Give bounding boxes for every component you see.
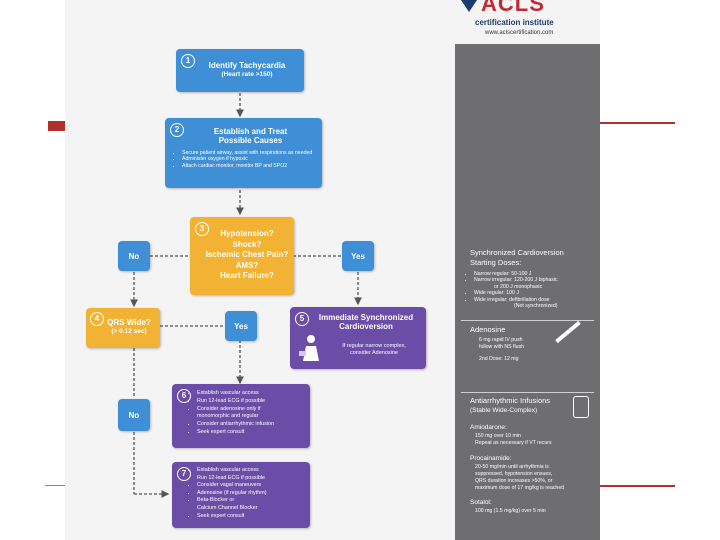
adenosine-title: Adenosine <box>470 325 506 334</box>
dose-item: Wide irregular: defibrillation dose <box>474 297 558 303</box>
step-number: 4 <box>90 312 104 326</box>
step-subtitle: Possible Causes <box>218 136 283 145</box>
bullet-item: Calcium Channel Blocker <box>197 504 258 511</box>
step-number: 2 <box>170 123 184 137</box>
step-qrs-wide: 4 QRS Wide? (> 0.12 sec) <box>86 308 160 348</box>
procainamide-dose: 20-50 mg/min until arrhythmia is <box>475 464 549 470</box>
adenosine-dose: follow with NS flush <box>479 344 524 350</box>
bullet-item: Consider adenosine only if <box>197 406 274 414</box>
cardioversion-note: consider Adenosine <box>349 350 398 356</box>
bullet-item: Run 12-lead ECG if possible <box>197 475 267 483</box>
narrow-complex-bullets: Establish vascular access Run 12-lead EC… <box>186 467 267 520</box>
bullet-item: Consider antiarrhythmic infusion <box>197 421 274 429</box>
amiodarone-title: Amiodarone: <box>470 424 507 431</box>
bullet-item: Attach cardiac monitor, monitor BP and S… <box>182 163 312 169</box>
slide-red-bar-left <box>48 121 65 131</box>
org-url: www.aclscertification.com <box>485 30 554 36</box>
label-no: No <box>118 399 150 431</box>
amiodarone-dose: 150 mg over 10 min <box>475 433 521 439</box>
slide-rule-right-bottom <box>600 485 675 487</box>
label-no: No <box>118 241 150 271</box>
amiodarone-dose: Repeat as necessary if VT recurs <box>475 440 552 446</box>
adenosine-dose: 6 mg rapid IV push <box>479 337 523 343</box>
logo-text: ACLS <box>481 0 545 16</box>
step-number: 3 <box>195 222 209 236</box>
dose-item: Narrow regular: 50-100 J <box>474 271 558 277</box>
step-title: Establish and Treat <box>213 127 288 136</box>
label-yes: Yes <box>225 311 257 341</box>
step-subtitle: Cardioversion <box>339 322 393 331</box>
step-number: 6 <box>177 389 191 403</box>
decision-line: Ischemic Chest Pain? <box>205 250 289 259</box>
causes-bullets: Secure patient airway, assist with respi… <box>171 150 312 169</box>
step-number: 7 <box>177 467 191 481</box>
dose-item: or 200 J monophasic <box>494 283 543 290</box>
slide-red-rule-right <box>600 122 675 124</box>
bullet-item: Beta-Blocker or <box>197 497 267 505</box>
slide-rule-left-bottom <box>45 485 65 486</box>
step-subtitle: (> 0.12 sec) <box>111 328 147 335</box>
syringe-icon <box>555 320 581 344</box>
bullet-item: monomorphic and regular <box>197 413 259 420</box>
iv-bag-icon <box>573 396 589 418</box>
bullet-item: Seek expert consult <box>197 513 267 521</box>
step-number: 5 <box>295 312 309 326</box>
adenosine-second-dose: 2nd Dose: 12 mg <box>479 356 519 362</box>
step-decision-unstable: 3 Hypotension? Shock? Ischemic Chest Pai… <box>190 217 294 295</box>
bullet-item: Adenosine (if regular rhythm) <box>197 490 267 498</box>
step-title: Identify Tachycardia <box>208 61 286 70</box>
procainamide-dose: QRS duration increases >50%, or <box>475 478 553 484</box>
patient-defibrillator-icon <box>298 333 324 363</box>
procainamide-dose: suppressed, hypotension ensues, <box>475 471 553 477</box>
sync-dose-list: Narrow regular: 50-100 J Narrow irregula… <box>463 271 558 309</box>
bullet-item: Secure patient airway, assist with respi… <box>182 150 312 156</box>
step-title: QRS Wide? <box>107 318 151 327</box>
step-establish-causes: 2 Establish and Treat Possible Causes Se… <box>165 118 322 188</box>
dose-item: Wide regular: 100 J <box>474 290 558 296</box>
step-synchronized-cardioversion: 5 Immediate Synchronized Cardioversion I… <box>290 307 426 369</box>
dose-item: (Not synchronized) <box>514 303 558 310</box>
bullet-item: Run 12-lead ECG if possible <box>197 398 274 406</box>
decision-line: Shock? <box>232 239 262 249</box>
step-narrow-complex-actions: 7 Establish vascular access Run 12-lead … <box>172 462 310 528</box>
procainamide-title: Procainamide: <box>470 455 512 462</box>
step-wide-complex-actions: 6 Establish vascular access Run 12-lead … <box>172 384 310 448</box>
bullet-item: Establish vascular access <box>197 467 267 475</box>
sotalol-title: Sotalol: <box>470 499 492 506</box>
sotalol-dose: 100 mg (1.5 mg/kg) over 5 min <box>475 508 546 514</box>
step-title: Immediate Synchronized <box>318 313 414 322</box>
decision-line: Hypotension? <box>220 229 274 238</box>
bullet-item: Establish vascular access <box>197 390 274 398</box>
antiarrhythmic-title: Antiarrhythmic Infusions <box>470 396 551 405</box>
bullet-item: Administer oxygen if hypoxic <box>182 156 312 162</box>
divider <box>461 392 594 393</box>
divider <box>461 320 594 321</box>
sync-title: Synchronized Cardioversion <box>470 248 564 257</box>
decision-line: AMS? <box>235 260 259 270</box>
logo-mark-icon <box>461 0 477 12</box>
dose-item: Narrow irregular: 120-200 J biphasic <box>474 277 558 283</box>
logo-header: ACLS certification institute www.aclscer… <box>455 0 600 44</box>
step-identify-tachycardia: 1 Identify Tachycardia (Heart rate >150) <box>176 49 304 92</box>
step-subtitle: (Heart rate >150) <box>221 71 273 78</box>
step-number: 1 <box>181 54 195 68</box>
sync-subtitle: Starting Doses: <box>470 258 522 267</box>
cardioversion-note: If regular narrow complex, <box>342 343 406 349</box>
wide-complex-bullets: Establish vascular access Run 12-lead EC… <box>186 390 274 437</box>
decision-line: Heart Failure? <box>220 271 274 280</box>
org-name: certification institute <box>475 18 554 27</box>
antiarrhythmic-subtitle: (Stable Wide-Complex) <box>470 407 538 414</box>
drug-dosing-panel: ACLS certification institute www.aclscer… <box>455 0 600 540</box>
label-yes: Yes <box>342 241 374 271</box>
bullet-item: Seek expert consult <box>197 429 274 437</box>
procainamide-dose: maximum dose of 17 mg/kg is reached <box>475 485 565 491</box>
bullet-item: Consider vagal maneuvers <box>197 482 267 490</box>
